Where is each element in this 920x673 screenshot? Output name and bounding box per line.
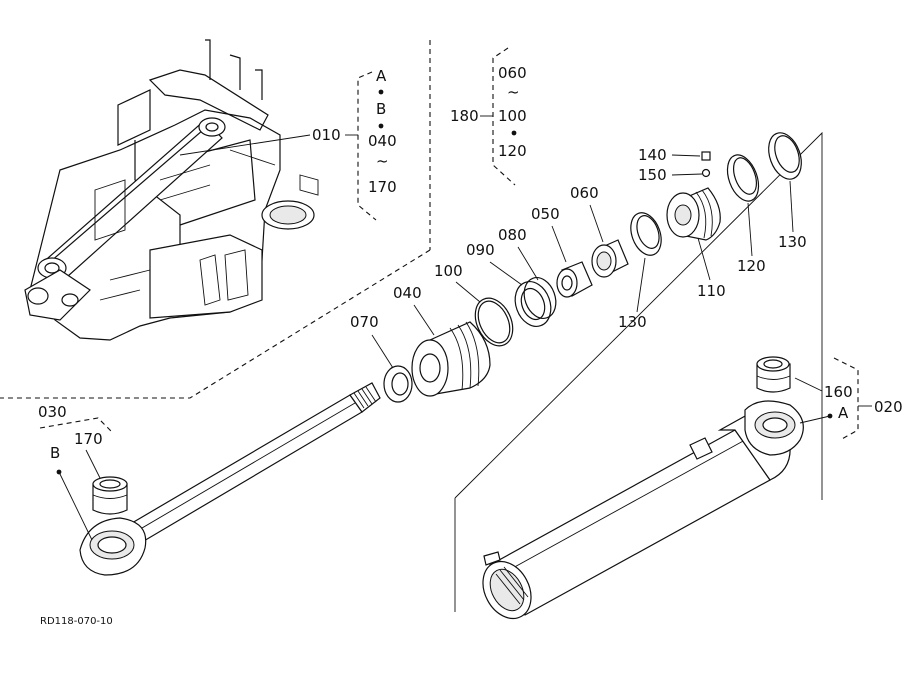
ref-a: A bbox=[838, 404, 849, 422]
group-010-a: A bbox=[376, 67, 387, 85]
piston-rod bbox=[79, 382, 381, 576]
label-180: 180 bbox=[450, 107, 479, 125]
label-120: 120 bbox=[737, 257, 766, 275]
label-160: 160 bbox=[824, 383, 853, 401]
group-180-100: 100 bbox=[498, 107, 527, 125]
label-090: 090 bbox=[466, 241, 495, 259]
bushing-160 bbox=[756, 356, 791, 393]
ring-130-right bbox=[768, 132, 802, 180]
gland-040 bbox=[411, 321, 491, 397]
label-060: 060 bbox=[570, 184, 599, 202]
label-050: 050 bbox=[531, 205, 560, 223]
group-010-bracket bbox=[357, 71, 377, 221]
spacer-050 bbox=[556, 261, 593, 298]
ref-b: B bbox=[50, 444, 60, 462]
group-030-bracket bbox=[39, 417, 113, 433]
tractor-frame-illustration bbox=[24, 39, 319, 341]
group-020-bracket bbox=[833, 357, 859, 441]
cylinder-tube bbox=[482, 400, 804, 620]
label-170: 170 bbox=[74, 430, 103, 448]
label-080: 080 bbox=[498, 226, 527, 244]
label-020: 020 bbox=[874, 398, 903, 416]
label-010: 010 bbox=[312, 126, 341, 144]
label-040: 040 bbox=[393, 284, 422, 302]
label-070: 070 bbox=[350, 313, 379, 331]
group-180-120: 120 bbox=[498, 142, 527, 160]
piston-110 bbox=[666, 187, 721, 241]
assembly-box-outline bbox=[454, 131, 823, 612]
group-010-b: B bbox=[376, 100, 386, 118]
group-180-060: 060 bbox=[498, 64, 527, 82]
partition-line-diagonal bbox=[0, 249, 431, 399]
label-100: 100 bbox=[434, 262, 463, 280]
ring-120 bbox=[726, 154, 760, 202]
ring-080 bbox=[523, 277, 557, 319]
seal-070 bbox=[383, 365, 413, 403]
label-150: 150 bbox=[638, 166, 667, 184]
label-140: 140 bbox=[638, 146, 667, 164]
bushing-170 bbox=[92, 476, 128, 515]
label-110: 110 bbox=[697, 282, 726, 300]
group-180-tilde: ~ bbox=[507, 83, 520, 101]
group-010-040: 040 bbox=[368, 132, 397, 150]
drawing-code: RD118-070-10 bbox=[40, 616, 113, 627]
group-180-bracket bbox=[492, 47, 516, 186]
ring-130-left bbox=[630, 212, 662, 256]
group-010-170: 170 bbox=[368, 178, 397, 196]
group-010-tilde: ~ bbox=[376, 152, 389, 170]
bushing-060 bbox=[591, 239, 629, 278]
set-screw-140 bbox=[701, 151, 711, 178]
label-130-right: 130 bbox=[778, 233, 807, 251]
label-130-left: 130 bbox=[618, 313, 647, 331]
o-ring-100 bbox=[474, 297, 514, 347]
label-030: 030 bbox=[38, 403, 67, 421]
